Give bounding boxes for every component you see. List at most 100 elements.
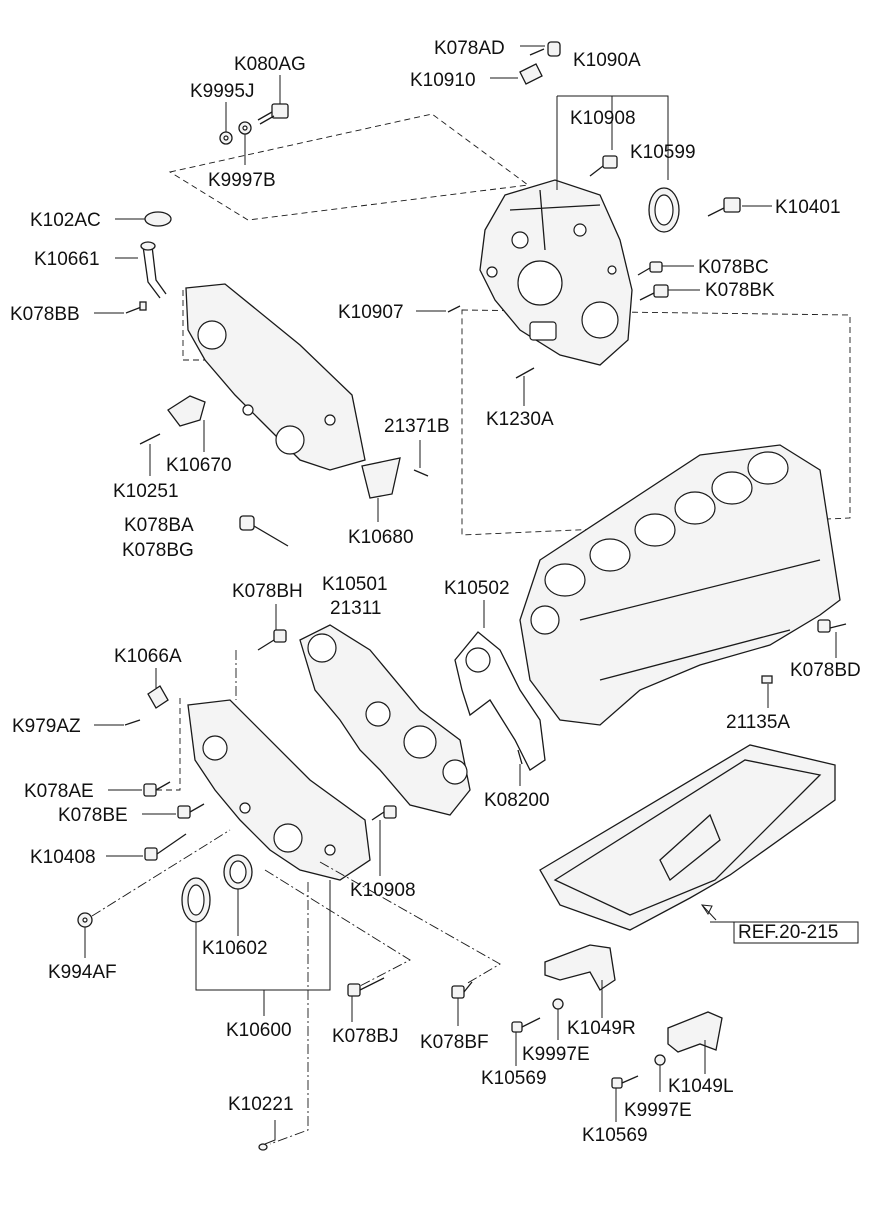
k9997e-washer-2 [654, 1054, 666, 1066]
label-k10569-1: K10569 [481, 1068, 547, 1089]
lower-front-cover [187, 699, 371, 881]
label-k10908-bottom: K10908 [350, 880, 416, 901]
k979az-bolt [124, 719, 141, 726]
k078be-bolt [177, 803, 205, 819]
k102ac-cap [144, 211, 172, 227]
label-k1066a: K1066A [114, 646, 182, 667]
label-k10600: K10600 [226, 1020, 292, 1041]
label-k078ba: K078BA [124, 515, 194, 536]
k078ae-bolt [143, 781, 171, 797]
k10502-gasket [454, 631, 546, 771]
label-k078bh: K078BH [232, 581, 303, 602]
label-k10569-2: K10569 [582, 1125, 648, 1146]
label-21371b: 21371B [384, 416, 450, 437]
label-k10908-top: K10908 [570, 108, 636, 129]
label-k9997b: K9997B [208, 170, 276, 191]
k10221-pin [258, 1143, 268, 1151]
k10908-bolt-bottom [371, 805, 397, 821]
label-k078bb: K078BB [10, 304, 80, 325]
k10401-bolt [707, 197, 741, 217]
k078bh-bolt [257, 629, 287, 651]
label-k1049l: K1049L [668, 1076, 734, 1097]
label-k9995j: K9995J [190, 81, 254, 102]
k10908-bolt-top [589, 155, 618, 177]
k1049r-bracket [544, 944, 616, 991]
label-21311: 21311 [330, 598, 381, 619]
21371b-pin [413, 469, 429, 477]
label-k078bd: K078BD [790, 660, 861, 681]
k10907-pin [447, 305, 461, 313]
k10910-fitting [519, 63, 543, 85]
label-k10670: K10670 [166, 455, 232, 476]
k08200-pin [517, 749, 523, 765]
label-k078bk: K078BK [705, 280, 775, 301]
label-k078ae: K078AE [24, 781, 94, 802]
label-k9997e-2: K9997E [624, 1100, 692, 1121]
label-k1090a: K1090A [573, 50, 641, 71]
label-k10910: K10910 [410, 70, 476, 91]
k078ba-bolt [239, 515, 289, 547]
k078bd-bolt [817, 619, 847, 633]
k9997b-washer [238, 121, 252, 135]
label-k078ad: K078AD [434, 38, 505, 59]
label-k10501: K10501 [322, 574, 388, 595]
k10501-gear-case [299, 624, 471, 816]
k10600-ring [181, 877, 211, 923]
k078bc-bolt [637, 261, 663, 276]
k078bb-bolt [125, 301, 147, 314]
k078ad-bolt [529, 41, 561, 57]
cylinder-block [519, 444, 841, 726]
label-k078bj: K078BJ [332, 1026, 399, 1047]
label-k102ac: K102AC [30, 210, 101, 231]
21135a-pin [761, 675, 773, 684]
k1066a-bracket [147, 685, 169, 709]
label-k078be: K078BE [58, 805, 128, 826]
ref-box-lower-left [150, 698, 181, 791]
label-k10599: K10599 [630, 142, 696, 163]
front-plate [479, 179, 633, 366]
k994af-nut [77, 912, 93, 928]
k078bj-bolt [347, 977, 385, 997]
label-k1049r: K1049R [567, 1018, 636, 1039]
assembly-dash-lines [91, 650, 501, 1145]
label-k10401: K10401 [775, 197, 841, 218]
label-k10602: K10602 [202, 938, 268, 959]
label-k979az: K979AZ [12, 716, 81, 737]
k1230a-pin [515, 367, 535, 379]
k10251-bolt [139, 433, 161, 445]
k10670-bracket [167, 395, 206, 427]
part-labels: K078AD K1090A K10910 K080AG K9995J K1090… [10, 38, 861, 1146]
k078bf-bolt [451, 981, 473, 999]
k10680-bracket [361, 457, 401, 499]
k9995j-nut [219, 131, 233, 145]
label-k078bf: K078BF [420, 1032, 489, 1053]
label-k9997e-1: K9997E [522, 1044, 590, 1065]
label-k10408: K10408 [30, 847, 96, 868]
label-k10221: K10221 [228, 1094, 294, 1115]
label-k078bc: K078BC [698, 257, 769, 278]
k10599-seal [648, 187, 680, 233]
oil-pan [539, 744, 836, 931]
label-k10907: K10907 [338, 302, 404, 323]
label-k10502: K10502 [444, 578, 510, 599]
ref-box-upper-right [461, 309, 851, 536]
k10602-seal [223, 854, 253, 890]
leader-lines [84, 45, 859, 1145]
k10569-bolt-2 [611, 1075, 639, 1089]
label-k10251: K10251 [113, 481, 179, 502]
k10661-tube [140, 241, 167, 299]
timing-cover-upper [185, 283, 366, 471]
label-k08200: K08200 [484, 790, 550, 811]
label-k994af: K994AF [48, 962, 117, 983]
k10408-bolt [144, 833, 187, 861]
label-k10661: K10661 [34, 249, 100, 270]
k078bk-bolt [639, 284, 669, 301]
k10569-bolt-1 [511, 1017, 541, 1033]
k080ag-stud [257, 103, 289, 125]
k9997e-washer-1 [552, 998, 564, 1010]
label-k080ag: K080AG [234, 54, 306, 75]
label-k078bg: K078BG [122, 540, 194, 561]
label-21135a: 21135A [726, 712, 790, 733]
label-ref: REF.20-215 [738, 922, 838, 943]
